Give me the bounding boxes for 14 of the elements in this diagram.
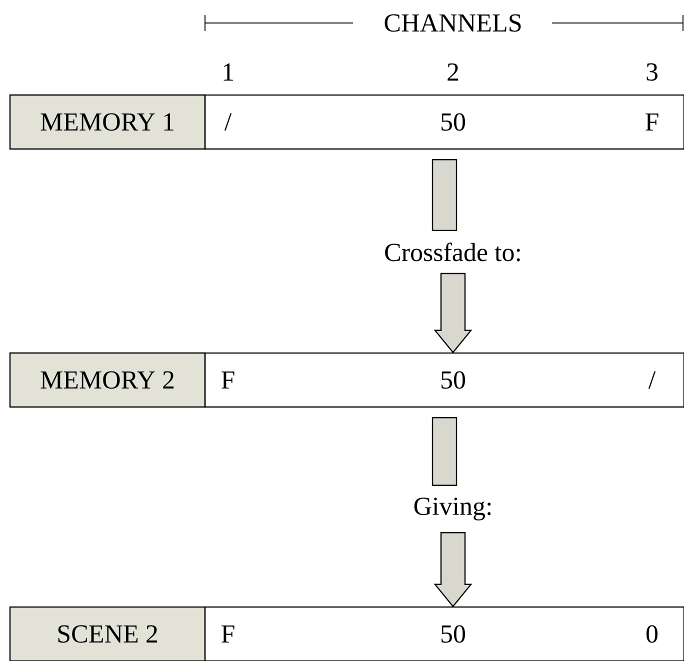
channel-number: 1	[224, 63, 233, 81]
row-label-box: MEMORY 2	[9, 352, 206, 408]
block-arrow	[432, 159, 458, 232]
row-label-box: MEMORY 1	[9, 94, 206, 150]
row-label-box: SCENE 2	[9, 606, 206, 661]
channel-value-box: / 50 F	[204, 94, 684, 150]
block-arrow	[434, 272, 472, 354]
step-label: Giving:	[414, 498, 491, 520]
channel-value-box: F 50 /	[204, 352, 684, 408]
channel-value-box: F 50 0	[204, 606, 684, 661]
step-label: Crossfade to:	[385, 242, 520, 262]
block-arrow	[434, 532, 472, 608]
header-label: CHANNELS	[384, 14, 521, 32]
block-arrow	[432, 417, 458, 486]
